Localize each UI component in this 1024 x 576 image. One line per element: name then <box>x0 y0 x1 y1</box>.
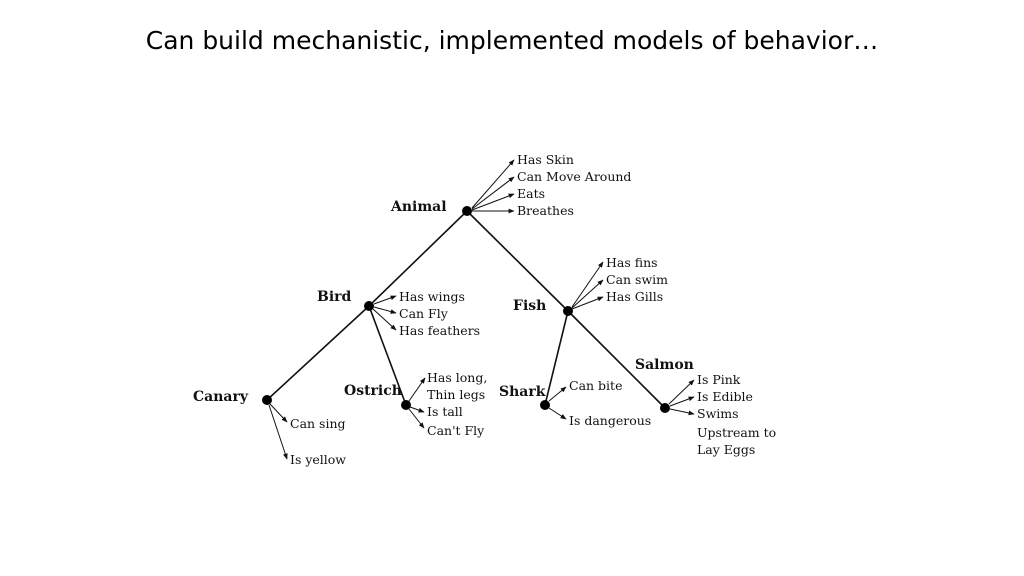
prop-bird-has-feathers: Has feathers <box>399 323 480 338</box>
node-bird-label: Bird <box>317 289 352 305</box>
arrow-ostrich-is-tall <box>409 406 425 413</box>
salmon-property-arrows <box>668 379 695 416</box>
node-animal-label: Animal <box>390 199 447 215</box>
arrow-fish-has-fins <box>571 261 604 308</box>
prop-shark-can-bite: Can bite <box>569 378 622 393</box>
prop-ostrich-is-tall: Is tall <box>427 404 463 419</box>
node-salmon-dot <box>660 403 670 413</box>
node-canary-dot <box>262 395 272 405</box>
arrow-animal-eats <box>471 193 515 211</box>
arrow-shark-is-dangerous <box>548 407 567 420</box>
prop-bird-can-fly: Can Fly <box>399 306 449 321</box>
prop-fish-has-gills: Has Gills <box>606 289 663 304</box>
prop-ostrich-has-long: Has long, <box>427 370 487 385</box>
node-shark-dot <box>540 400 550 410</box>
bird-property-arrows <box>372 295 397 331</box>
prop-ostrich-cant-fly: Can't Fly <box>427 423 485 438</box>
node-fish-dot <box>563 306 573 316</box>
slide-title: Can build mechanistic, implemented model… <box>145 26 879 55</box>
arrow-salmon-swims <box>669 408 695 416</box>
canary-property-arrows <box>268 403 288 460</box>
fish-property-arrows <box>571 261 604 310</box>
arrow-salmon-is-pink <box>668 379 695 405</box>
arrow-bird-has-feathers <box>372 308 397 331</box>
shark-property-arrows <box>548 386 567 420</box>
edge-fish-salmon <box>567 310 666 409</box>
prop-animal-can-move-around: Can Move Around <box>517 169 631 184</box>
prop-fish-can-swim: Can swim <box>606 272 668 287</box>
node-bird-dot <box>364 301 374 311</box>
edge-bird-ostrich <box>368 305 407 406</box>
node-animal-dot <box>462 206 472 216</box>
prop-animal-eats: Eats <box>517 186 545 201</box>
prop-salmon-lay-eggs: Lay Eggs <box>697 442 755 457</box>
prop-salmon-is-pink: Is Pink <box>697 372 741 387</box>
prop-ostrich-thin-legs: Thin legs <box>427 387 485 402</box>
edge-fish-shark <box>544 310 569 406</box>
arrow-fish-has-gills <box>571 296 604 310</box>
node-salmon-label: Salmon <box>635 357 694 373</box>
node-canary-label: Canary <box>193 389 249 405</box>
arrow-bird-has-wings <box>373 295 397 305</box>
arrow-animal-has-skin <box>471 159 515 209</box>
prop-canary-can-sing: Can sing <box>290 416 346 431</box>
prop-bird-has-wings: Has wings <box>399 289 465 304</box>
prop-salmon-is-edible: Is Edible <box>697 389 753 404</box>
node-shark-label: Shark <box>499 384 546 400</box>
edge-animal-fish <box>466 210 569 312</box>
prop-salmon-upstream-to: Upstream to <box>697 425 776 440</box>
arrow-animal-can-move-around <box>471 176 515 210</box>
node-ostrich-dot <box>401 400 411 410</box>
arrow-fish-can-swim <box>571 279 604 309</box>
prop-canary-is-yellow: Is yellow <box>290 452 346 467</box>
node-fish-label: Fish <box>513 298 546 314</box>
edge-animal-bird <box>368 210 468 307</box>
prop-fish-has-fins: Has fins <box>606 255 658 270</box>
prop-salmon-swims: Swims <box>697 406 739 421</box>
arrow-ostrich-cant-fly <box>408 408 425 429</box>
arrow-salmon-is-edible <box>669 396 695 407</box>
prop-animal-has-skin: Has Skin <box>517 152 574 167</box>
arrow-canary-can-sing <box>269 403 288 423</box>
animal-property-arrows <box>471 159 515 214</box>
ostrich-property-arrows <box>408 377 426 429</box>
arrow-shark-can-bite <box>548 386 567 402</box>
prop-shark-is-dangerous: Is dangerous <box>569 413 651 428</box>
arrow-ostrich-has-long-thin-legs <box>408 377 426 402</box>
arrow-canary-is-yellow <box>268 404 288 460</box>
node-ostrich-label: Ostrich <box>344 383 402 399</box>
prop-animal-breathes: Breathes <box>517 203 574 218</box>
arrow-bird-can-fly <box>373 306 397 314</box>
edge-bird-canary <box>266 305 370 401</box>
